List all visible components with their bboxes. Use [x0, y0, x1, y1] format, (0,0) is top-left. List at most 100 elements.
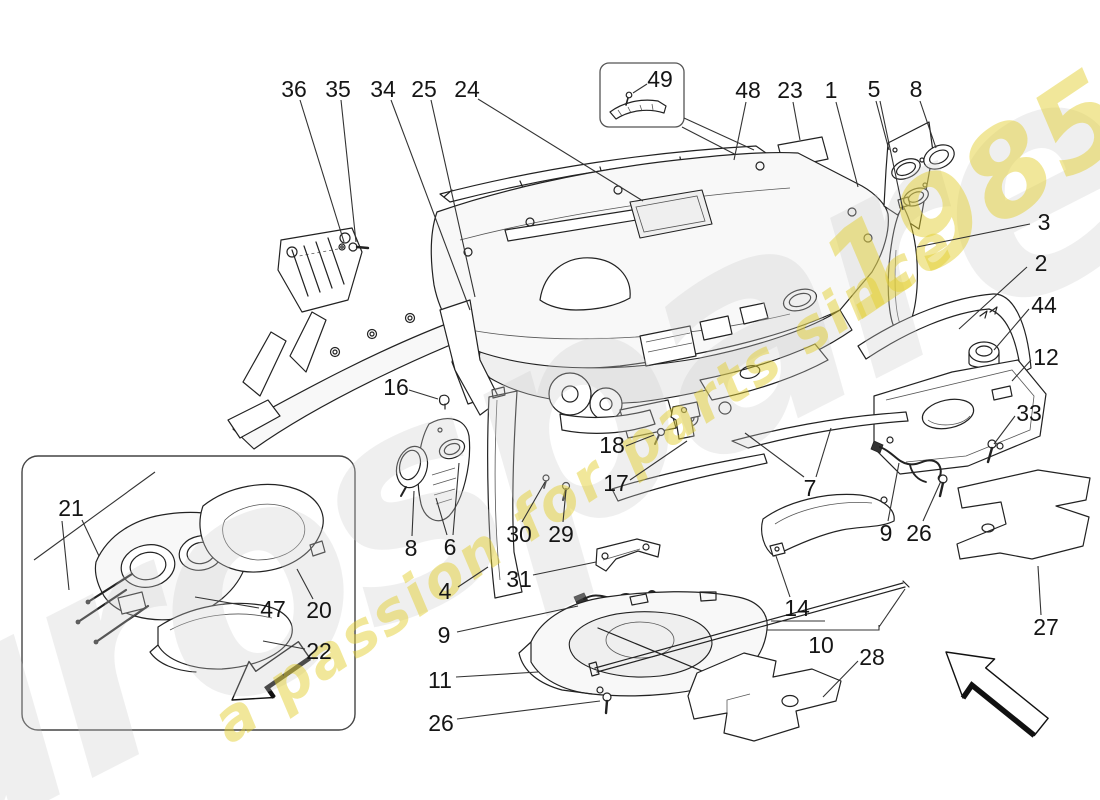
screw-26-bottom [602, 692, 612, 715]
leader-line-44 [993, 308, 1030, 351]
callout-44: 44 [1031, 292, 1057, 318]
callout-11: 11 [428, 667, 452, 693]
sill-strip-17 [611, 453, 768, 502]
leader-line-8 [411, 490, 415, 537]
callout-10: 10 [808, 632, 834, 658]
support-rod [588, 580, 910, 696]
leader-line-26 [456, 700, 601, 720]
leader-line-26 [922, 480, 942, 522]
washer-36 [298, 243, 346, 257]
clip-14 [769, 542, 786, 557]
callout-20: 20 [306, 597, 332, 623]
inset-detail-box-49 [599, 62, 755, 161]
clip-30 [542, 474, 550, 489]
airbag-lid [629, 189, 713, 239]
leader-line-48 [733, 101, 747, 161]
callout-28: 28 [859, 644, 885, 670]
leader-line-3 [916, 223, 1031, 248]
leader-line-29 [562, 489, 567, 523]
leader-line-21 [61, 520, 70, 591]
leader-line-14 [775, 555, 791, 598]
leader-line-35 [340, 99, 357, 243]
callout-24: 24 [454, 76, 480, 102]
leader-line-20 [296, 568, 314, 600]
leader-line-23 [792, 101, 801, 141]
clip-16 [438, 394, 450, 410]
callout-23: 23 [777, 77, 803, 103]
leader-line-24 [477, 98, 644, 202]
gasket-27 [956, 469, 1091, 560]
leader-line-33 [993, 415, 1016, 445]
bracket-18 [670, 401, 701, 440]
callout-6: 6 [444, 534, 457, 560]
callout-8: 8 [405, 535, 418, 561]
wire-harness-right-9 [870, 440, 945, 483]
leader-line-6 [452, 462, 460, 536]
callout-33: 33 [1016, 400, 1042, 426]
glovebox-lid-trim-2 [857, 293, 1032, 374]
pillar-strip-4 [487, 386, 523, 599]
screw-35 [348, 242, 370, 252]
leader-line-5 [875, 100, 890, 151]
screw-33 [986, 439, 997, 464]
callout-49: 49 [647, 66, 673, 92]
bracket-31 [595, 538, 661, 572]
callout-16: 16 [383, 374, 409, 400]
leader-line-2 [958, 266, 1028, 330]
leader-line-7 [815, 427, 832, 478]
callout-31: 31 [506, 566, 532, 592]
callout-47: 47 [260, 596, 286, 622]
gasket-28 [687, 652, 842, 742]
leader-line-27 [1037, 565, 1042, 616]
round-cap-44 [968, 341, 1000, 381]
screw-26-right [938, 474, 948, 498]
leader-line-18 [625, 434, 655, 447]
leader-line-7 [744, 432, 805, 478]
leader-line-34 [390, 99, 471, 311]
callout-7: 7 [804, 475, 817, 501]
leader-line-25 [430, 99, 476, 298]
cluster-pins [75, 572, 150, 645]
leader-line-16 [408, 389, 439, 400]
side-vent-panel-5 [883, 121, 934, 230]
callout-34: 34 [370, 76, 396, 102]
callout-2: 2 [1035, 250, 1048, 276]
leader-line-30 [521, 481, 546, 523]
leader-line-36 [299, 99, 345, 243]
leader-line-9 [456, 605, 579, 633]
leader-line-31 [532, 561, 597, 576]
leader-line-11 [455, 671, 539, 678]
column-lower-shroud-22 [149, 602, 293, 673]
callout-26: 26 [428, 710, 454, 736]
gauge-opening [548, 372, 592, 416]
leader-line-1 [835, 101, 859, 188]
callout-9: 9 [438, 622, 451, 648]
callout-48: 48 [735, 77, 761, 103]
leader-line-28 [822, 660, 859, 698]
vent-ring-8 [923, 144, 955, 170]
leader-line-21 [81, 519, 100, 557]
callout-36: 36 [281, 76, 307, 102]
callout-22: 22 [306, 638, 332, 664]
grab-handle-10 [761, 493, 895, 557]
tweeter-disc-8 [395, 445, 429, 497]
callout-25: 25 [411, 76, 437, 102]
leader-line-12 [1011, 359, 1032, 382]
gauge-opening [589, 387, 623, 421]
callout-14: 14 [784, 595, 810, 621]
callout-30: 30 [506, 521, 532, 547]
leader-line-6 [435, 497, 448, 536]
column-upper-shroud-20 [199, 483, 326, 573]
callout-5: 5 [868, 76, 881, 102]
callout-18: 18 [599, 432, 625, 458]
callout-26: 26 [906, 520, 932, 546]
callout-21: 21 [58, 495, 84, 521]
sill-strip-7 [731, 411, 909, 449]
callout-35: 35 [325, 76, 351, 102]
direction-arrow [945, 651, 1049, 738]
callout-9: 9 [880, 520, 893, 546]
inset-direction-arrow [231, 641, 312, 701]
